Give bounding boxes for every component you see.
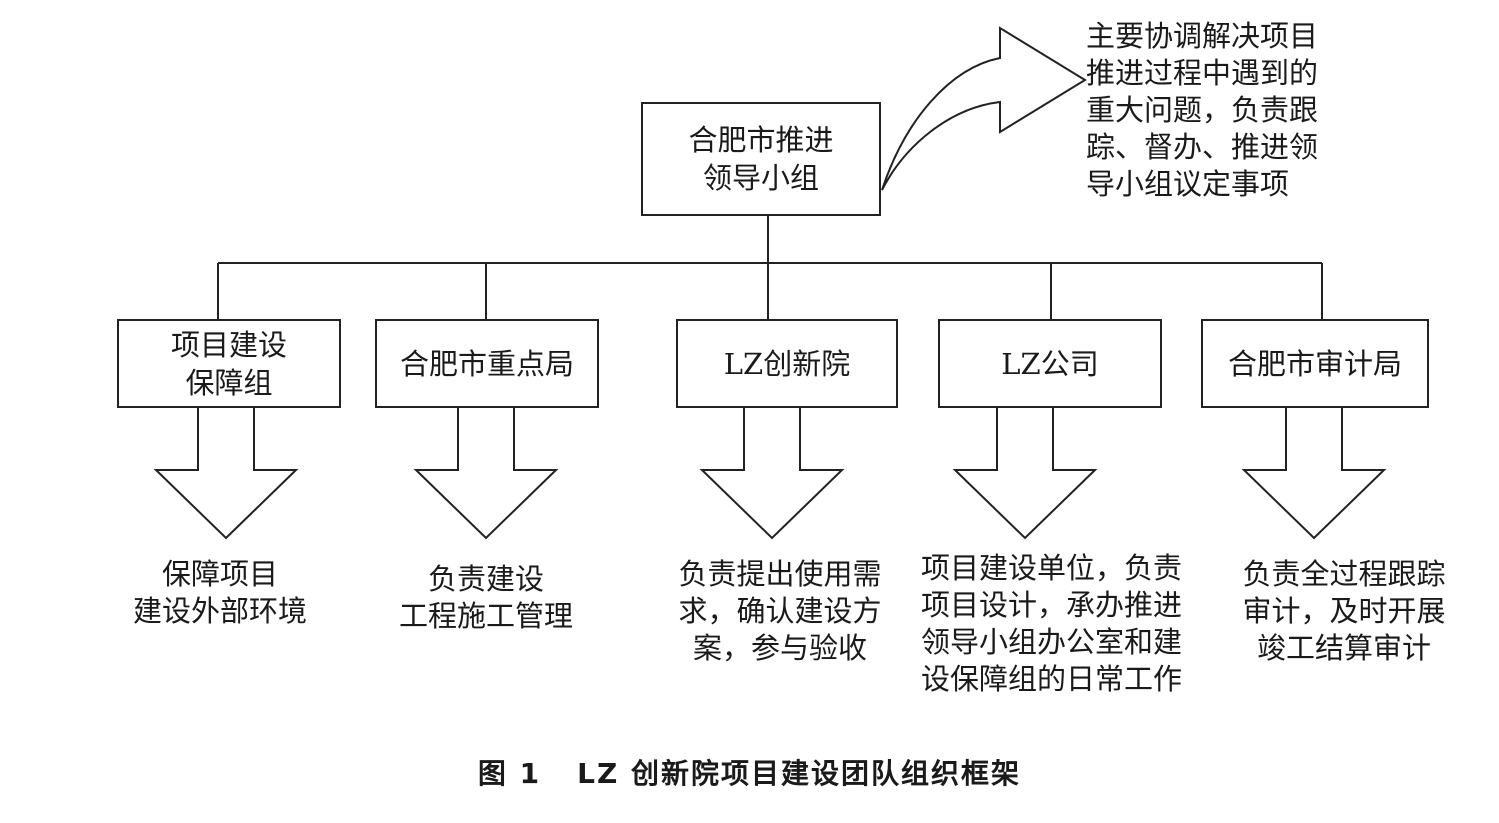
curved-arrow-icon	[881, 26, 1087, 191]
unit-box-lz-company: LZ公司	[938, 319, 1162, 408]
unit-box-audit-bureau: 合肥市审计局	[1201, 319, 1429, 408]
figure-title: LZ 创新院项目建设团队组织框架	[577, 757, 1022, 790]
down-arrow-icon	[952, 408, 1098, 540]
unit-box-lz-institute: LZ创新院	[676, 319, 898, 408]
down-arrow-icon	[1241, 408, 1387, 540]
unit-duty-audit-bureau: 负责全过程跟踪 审计，及时开展 竣工结算审计	[1242, 557, 1446, 665]
unit-duty-lz-company: 项目建设单位，负责 项目设计，承办推进 领导小组办公室和建 设保障组的日常工作	[921, 551, 1183, 696]
figure-caption: 图 1 LZ 创新院项目建设团队组织框架	[0, 752, 1499, 792]
figure-number: 图 1	[477, 757, 542, 790]
unit-box-key-projects-bureau: 合肥市重点局	[375, 319, 599, 408]
unit-box-guarantee-group: 项目建设 保障组	[117, 319, 341, 408]
leading-group-duty: 主要协调解决项目 推进过程中遇到的 重大问题，负责跟 踪、督办、推进领 导小组议…	[1086, 19, 1319, 201]
unit-duty-lz-institute: 负责提出使用需 求，确认建设方 案，参与验收	[678, 557, 882, 665]
down-arrow-icon	[153, 408, 299, 540]
unit-duty-key-projects-bureau: 负责建设 工程施工管理	[398, 562, 573, 633]
down-arrow-icon	[413, 408, 559, 540]
unit-duty-guarantee-group: 保障项目 建设外部环境	[132, 557, 307, 628]
down-arrow-icon	[699, 408, 845, 540]
leading-group-box: 合肥市推进 领导小组	[641, 102, 881, 216]
